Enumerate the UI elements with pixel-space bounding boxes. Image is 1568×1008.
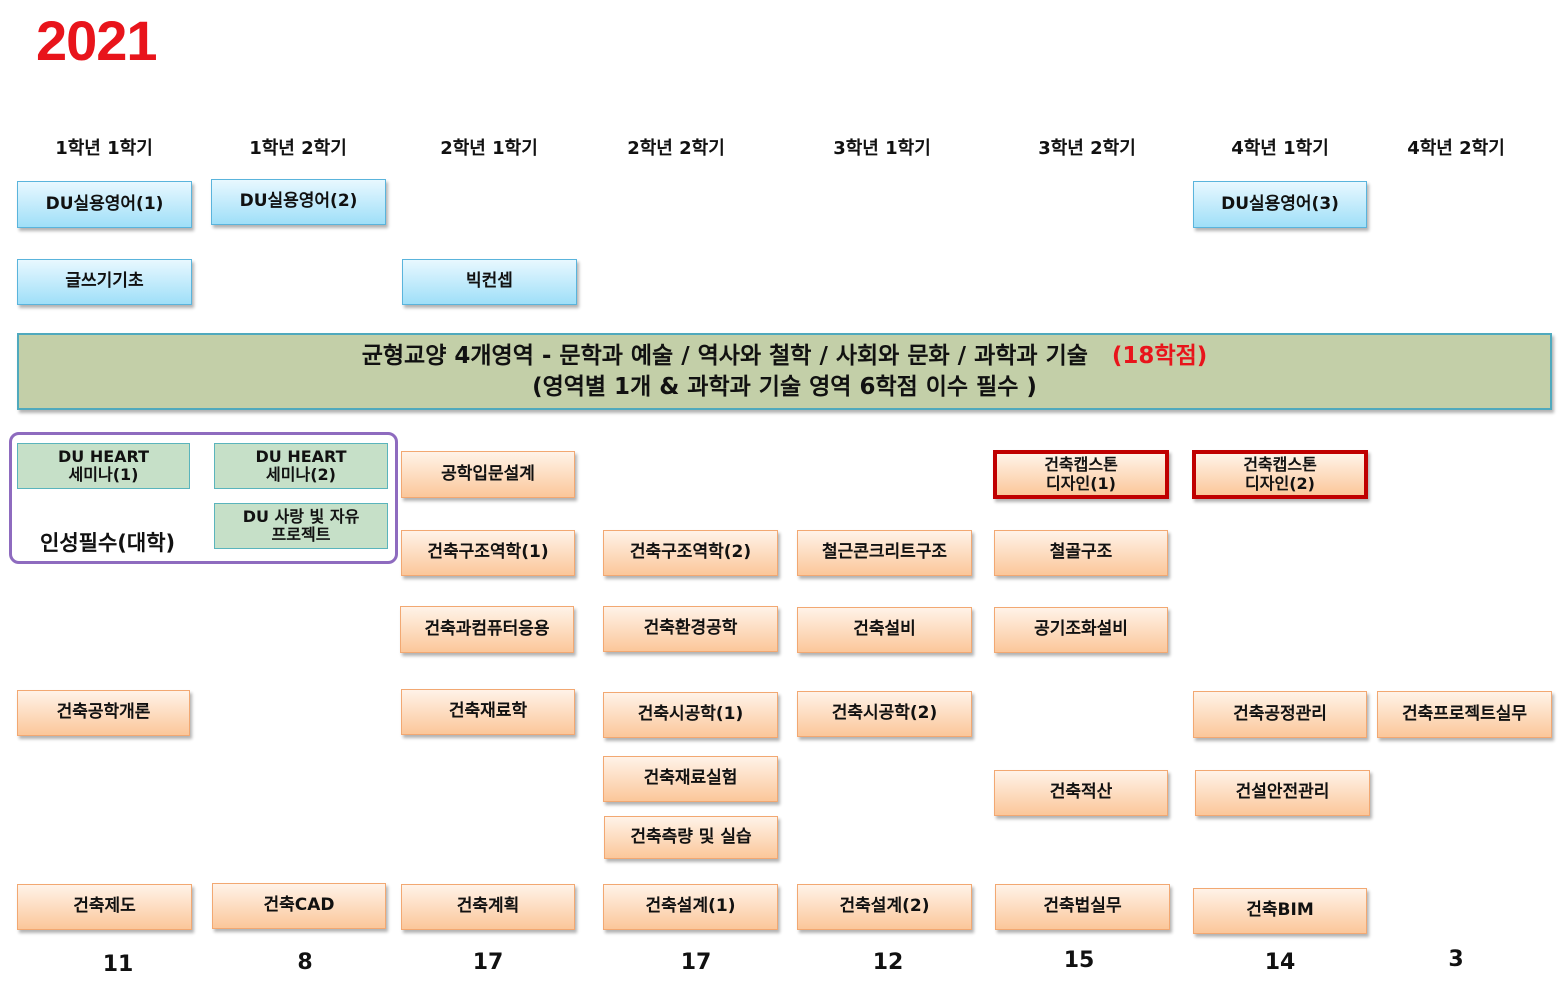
year-title: 2021: [36, 9, 158, 72]
course-equip: 건축설비: [797, 607, 972, 653]
semester-credit-total: 8: [297, 950, 313, 975]
course-planning: 건축계획: [401, 884, 575, 930]
course-const2: 건축시공학(2): [797, 691, 972, 737]
course-eng3: DU실용영어(3): [1193, 181, 1367, 228]
course-struct1: 건축구조역학(1): [401, 530, 575, 576]
semester-credit-total: 14: [1264, 950, 1296, 975]
course-const1: 건축시공학(1): [603, 692, 778, 738]
semester-header: 3학년 1학기: [833, 138, 931, 159]
semester-credit-total: 15: [1063, 948, 1095, 973]
course-cad: 건축CAD: [212, 883, 386, 929]
course-mat-lab: 건축재료실험: [603, 756, 778, 802]
course-env: 건축환경공학: [603, 606, 778, 652]
course-safety: 건설안전관리: [1195, 770, 1370, 816]
course-heart2: DU HEART 세미나(2): [214, 443, 388, 489]
course-steel: 철골구조: [994, 530, 1168, 576]
semester-credit-total: 11: [102, 952, 134, 977]
course-eng1: DU실용영어(1): [17, 181, 192, 228]
banner-credits: (18학점): [1111, 343, 1208, 369]
course-hvac: 공기조화설비: [994, 607, 1168, 653]
character-required-group: [9, 432, 398, 564]
semester-credit-total: 3: [1448, 947, 1464, 972]
course-bim: 건축BIM: [1193, 888, 1367, 934]
course-bigconcept: 빅컨셉: [402, 259, 577, 305]
semester-header: 1학년 2학기: [249, 138, 347, 159]
semester-credit-total: 12: [872, 950, 904, 975]
course-intro-design: 공학입문설계: [401, 451, 575, 498]
course-heart1: DU HEART 세미나(1): [17, 443, 190, 489]
course-law: 건축법실무: [995, 884, 1170, 930]
semester-header: 4학년 2학기: [1407, 138, 1505, 159]
course-love: DU 사랑 빛 자유 프로젝트: [214, 503, 388, 549]
course-computer: 건축과컴퓨터응용: [400, 606, 574, 653]
semester-header: 2학년 2학기: [627, 138, 725, 159]
course-writing: 글쓰기기초: [17, 259, 192, 305]
semester-header: 3학년 2학기: [1038, 138, 1136, 159]
course-capstone2: 건축캡스톤 디자인(2): [1192, 450, 1368, 499]
semester-header: 1학년 1학기: [55, 138, 153, 159]
course-design2: 건축설계(2): [797, 884, 972, 930]
course-eng2: DU실용영어(2): [211, 179, 386, 225]
course-drafting: 건축제도: [17, 884, 192, 930]
banner-line2: (영역별 1개 & 과학과 기술 영역 6학점 이수 필수 ): [532, 374, 1037, 400]
character-required-label: 인성필수(대학): [40, 531, 176, 555]
semester-header: 2학년 1학기: [440, 138, 538, 159]
general-education-banner: 균형교양 4개영역 - 문학과 예술 / 역사와 철학 / 사회와 문화 / 과…: [17, 333, 1552, 410]
course-capstone1: 건축캡스톤 디자인(1): [993, 450, 1169, 499]
banner-line1: 균형교양 4개영역 - 문학과 예술 / 역사와 철학 / 사회와 문화 / 과…: [361, 343, 1088, 369]
course-design1: 건축설계(1): [603, 884, 778, 930]
semester-header: 4학년 1학기: [1231, 138, 1329, 159]
course-survey: 건축측량 및 실습: [604, 816, 778, 859]
course-schedule: 건축공정관리: [1193, 691, 1367, 738]
semester-credit-total: 17: [680, 950, 712, 975]
course-project: 건축프로젝트실무: [1377, 691, 1552, 738]
course-rc: 철근콘크리트구조: [797, 530, 972, 576]
course-materials: 건축재료학: [401, 689, 575, 735]
semester-credit-total: 17: [472, 950, 504, 975]
course-intro-arch: 건축공학개론: [17, 690, 190, 736]
course-estimate: 건축적산: [994, 770, 1168, 816]
course-struct2: 건축구조역학(2): [603, 530, 778, 576]
